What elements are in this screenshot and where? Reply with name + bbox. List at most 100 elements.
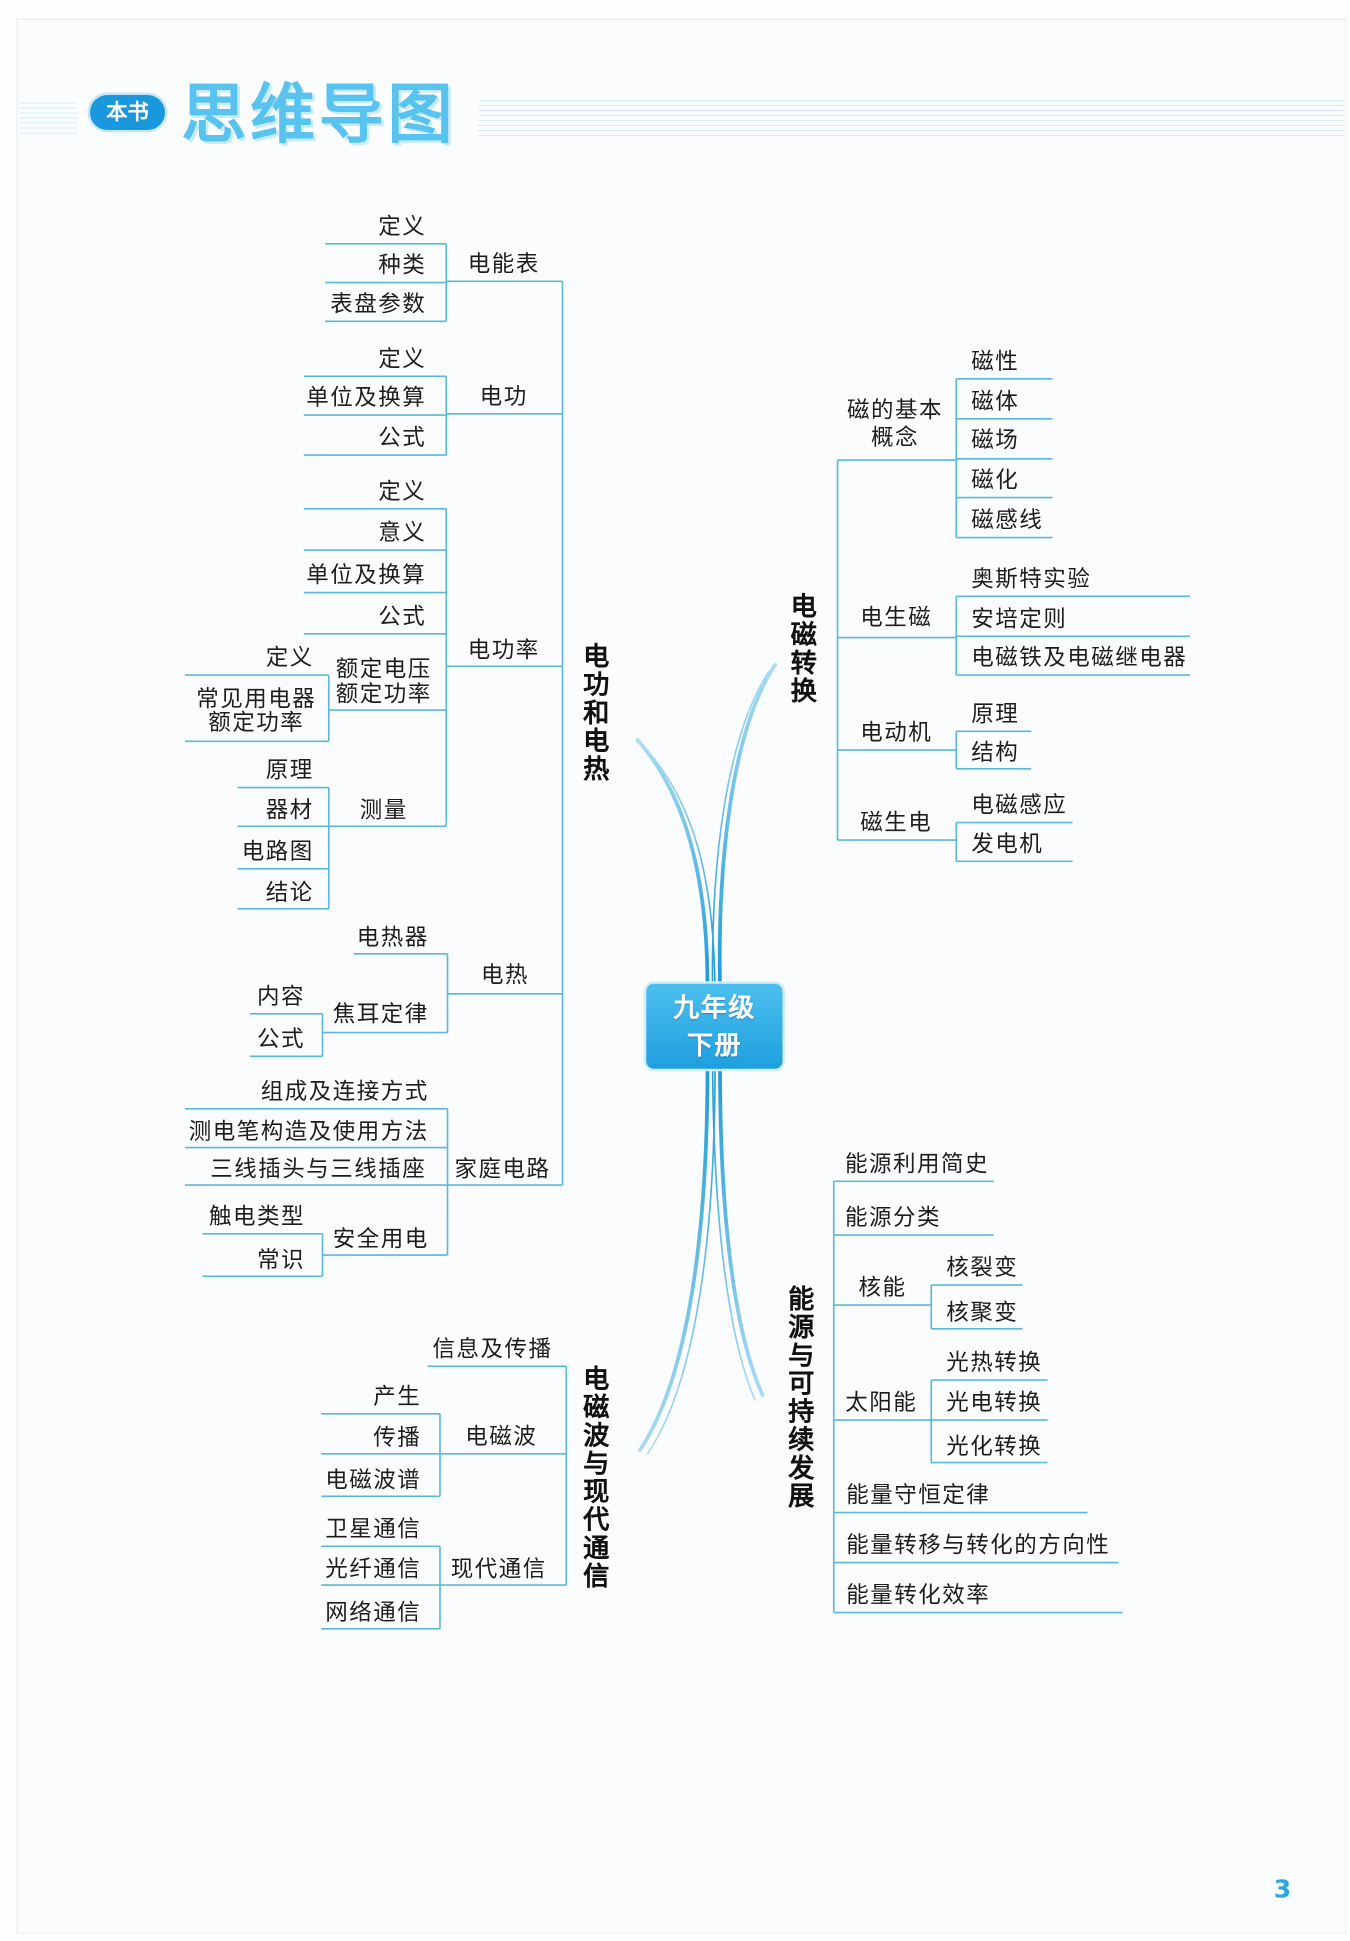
page-number: 3 (1273, 1873, 1292, 1904)
branch-lines-power (303, 507, 563, 828)
leaf-node: 表盘参数 (330, 291, 427, 318)
node-magnetism-basics-line2: 概念 (870, 425, 920, 452)
node-magnetism-to-electricity: 磁生电 (860, 810, 933, 837)
branch-lines-meter (325, 242, 563, 323)
node-energy-efficiency: 能量转化效率 (846, 1582, 991, 1609)
leaf-node: 网络通信 (325, 1600, 422, 1627)
node-energy-history: 能源利用简史 (845, 1151, 990, 1178)
leaf-node: 核聚变 (946, 1300, 1019, 1327)
branch-lines-nuclear (930, 1284, 1023, 1330)
node-rated-line2: 额定功率 (335, 681, 432, 708)
branch-lines-electricity-to-magnetism (955, 595, 1190, 676)
node-joule-law: 焦耳定律 (332, 1001, 429, 1028)
node-household-circuit: 家庭电路 (454, 1156, 551, 1183)
header-stripes-left (18, 102, 78, 138)
branch-lines-em-waves (427, 1365, 568, 1586)
leaf-node: 定义 (265, 645, 314, 672)
center-node: 九年级 下册 (646, 983, 783, 1069)
branch-lines-energy (832, 1180, 1123, 1614)
leaf-node: 光化转换 (946, 1433, 1043, 1460)
leaf-node: 奥斯特实验 (971, 566, 1092, 593)
leaf-node: 内容 (256, 983, 305, 1010)
branch-lines-measurement (237, 786, 330, 910)
node-energy-direction: 能量转移与转化的方向性 (846, 1532, 1111, 1559)
node-electric-heat: 电热 (480, 962, 530, 989)
node-measurement: 测量 (359, 797, 408, 824)
node-em-wave: 电磁波 (465, 1423, 538, 1450)
category-title-em-conversion: 电磁转换 (787, 592, 818, 706)
leaf-node: 磁化 (971, 467, 1020, 494)
leaf-node: 定义 (378, 346, 427, 373)
leaf-node: 常识 (256, 1247, 305, 1274)
leaf-node: 原理 (265, 757, 314, 784)
node-energy-classification: 能源分类 (845, 1205, 942, 1232)
leaf-node: 公式 (256, 1026, 305, 1053)
leaf-node: 电路图 (241, 838, 314, 865)
leaf-node: 磁感线 (971, 507, 1044, 534)
leaf-node: 磁性 (971, 348, 1020, 375)
connector-to-em-waves (638, 1064, 710, 1452)
node-electricity-to-magnetism: 电生磁 (860, 605, 933, 632)
branch-lines-household (185, 1107, 563, 1256)
book-badge: 本书 (90, 95, 165, 130)
leaf-node: 意义 (378, 520, 427, 547)
leaf-node: 单位及换算 (306, 562, 427, 589)
leaf-node: 电磁波谱 (325, 1467, 422, 1494)
node-electric-meter: 电能表 (467, 251, 540, 278)
branch-lines-rated (185, 674, 330, 743)
leaf-node: 光纤通信 (325, 1556, 422, 1583)
node-electric-work: 电功 (479, 383, 528, 410)
branch-lines-joule-law (250, 1012, 324, 1058)
branch-lines-modern-communication (321, 1545, 441, 1630)
leaf-node: 电磁铁及电磁继电器 (971, 645, 1188, 672)
page-title: 思维导图 (181, 77, 457, 153)
node-nuclear-energy: 核能 (858, 1275, 907, 1302)
leaf-node: 核裂变 (946, 1255, 1019, 1282)
center-node-line1: 九年级 (673, 992, 756, 1023)
node-magnetism-basics-line1: 磁的基本 (846, 397, 944, 424)
node-modern-communication: 现代通信 (450, 1556, 547, 1583)
connector-strand (711, 670, 770, 989)
connector-to-energy (718, 1064, 765, 1397)
leaf-node: 光热转换 (946, 1350, 1043, 1377)
leaf-node: 测电笔构造及使用方法 (188, 1118, 429, 1145)
leaf-node: 定义 (378, 478, 427, 505)
leaf-node: 卫星通信 (325, 1516, 422, 1543)
category-title-energy: 能源与可持续发展 (785, 1285, 815, 1510)
connector-to-electric-work-heat (635, 738, 710, 990)
leaf-node: 公式 (378, 425, 427, 452)
header-stripes-right (478, 100, 1344, 138)
leaf-node: 结构 (971, 740, 1020, 767)
branch-lines-safety (202, 1232, 324, 1278)
leaf-node: 原理 (971, 701, 1020, 728)
leaf-node: 电热器 (356, 925, 429, 952)
leaf-node: 发电机 (971, 831, 1044, 858)
leaf-node: 电磁感应 (971, 792, 1068, 819)
node-motor: 电动机 (860, 720, 933, 747)
leaf-node: 种类 (378, 252, 427, 279)
leaf-node: 三线插头与三线插座 (210, 1156, 427, 1183)
branch-lines-basics (955, 377, 1053, 539)
leaf-node: 结论 (265, 880, 314, 907)
leaf-node: 触电类型 (208, 1203, 305, 1230)
leaf-node: 磁场 (971, 427, 1020, 454)
node-electric-power: 电功率 (467, 637, 540, 664)
branch-lines-waves (321, 1412, 441, 1498)
branch-lines-heat (322, 952, 563, 1034)
node-solar-energy: 太阳能 (845, 1390, 918, 1417)
branch-lines-magnetism-to-electricity (955, 821, 1073, 863)
branch-lines-em-conversion (836, 459, 957, 841)
connector-strand (646, 1065, 716, 1455)
leaf-node: 定义 (378, 213, 427, 240)
leaf-node: 传播 (373, 1425, 422, 1452)
node-information: 信息及传播 (432, 1336, 553, 1363)
node-rated-line1: 额定电压 (335, 656, 432, 683)
connector-to-em-conversion (717, 663, 777, 990)
leaf-node: 额定功率 (208, 710, 305, 737)
category-title-em-waves: 电磁波与现代通信 (580, 1365, 610, 1590)
node-safety: 安全用电 (332, 1226, 429, 1253)
leaf-node: 产生 (373, 1383, 422, 1410)
branch-lines-motor (955, 730, 1032, 770)
